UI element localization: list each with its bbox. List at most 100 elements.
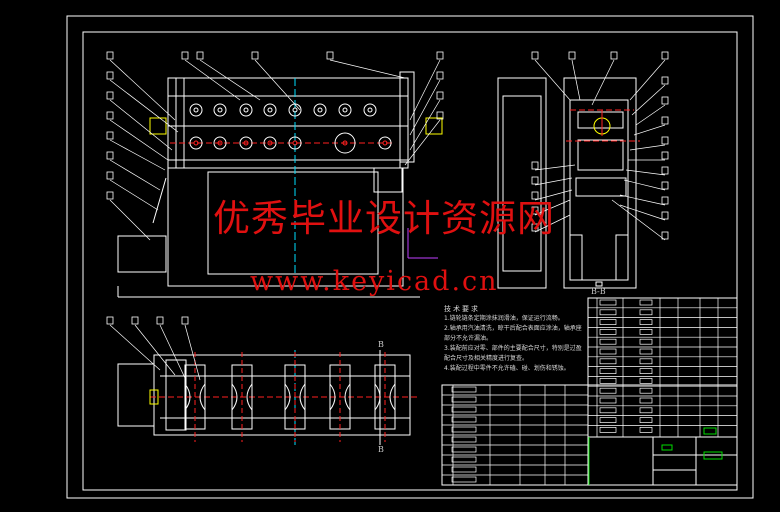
leader-line xyxy=(109,179,159,211)
leader-line xyxy=(534,177,573,186)
leader-line xyxy=(633,124,666,136)
roller xyxy=(213,136,227,150)
roller-hub xyxy=(342,140,348,146)
roller-hub xyxy=(217,140,223,146)
part-balloon xyxy=(106,191,114,200)
requirement-item: 4.装配过程中零件不允许磕、碰、划伤和锈蚀。 xyxy=(444,365,570,372)
section-bb-view xyxy=(497,77,640,289)
bom-cell-text xyxy=(451,386,477,393)
bom-cell-text xyxy=(451,446,477,453)
roller xyxy=(363,103,377,117)
part-balloon xyxy=(531,161,539,170)
leader-line xyxy=(109,119,169,161)
roller-hub xyxy=(267,140,273,146)
part-balloon xyxy=(106,316,114,325)
leader-line xyxy=(629,59,666,101)
bom-cell-text xyxy=(639,319,653,325)
plan-roller-groove xyxy=(231,383,253,411)
leader-line xyxy=(619,204,666,221)
requirement-item: 3.装配前应对零、部件的主要配合尺寸，特别是过盈配合尺寸及相关精度进行复查。 xyxy=(444,345,582,362)
bom-cell-text xyxy=(599,407,617,414)
requirement-item: 1.链轮链条定期涂抹润滑油，保证运行流畅。 xyxy=(444,315,564,322)
part-balloon xyxy=(106,51,114,60)
bom-cell-text xyxy=(599,427,617,433)
roller xyxy=(338,103,352,117)
part-balloon xyxy=(106,71,114,80)
part-balloon xyxy=(196,51,204,60)
watermark-url: www.keyicad.cn xyxy=(250,266,499,297)
leader-line xyxy=(109,139,166,171)
bom-cell-text xyxy=(599,338,617,345)
leader-line xyxy=(534,59,571,101)
part-balloon xyxy=(436,51,444,60)
plan-roller-groove xyxy=(329,383,351,411)
part-balloon xyxy=(106,171,114,180)
bom-cell-text xyxy=(599,378,617,384)
leader-line xyxy=(329,59,406,79)
part-balloon xyxy=(661,136,669,145)
bom-cell-text xyxy=(599,368,617,374)
part-balloon xyxy=(251,51,259,60)
part-balloon xyxy=(436,91,444,100)
part-balloon xyxy=(531,51,539,60)
part-balloon xyxy=(661,196,669,205)
roller xyxy=(263,136,277,150)
part-balloon xyxy=(661,51,669,60)
leader-line xyxy=(591,59,615,106)
bom-cell-text xyxy=(639,407,653,414)
bom-cell-text xyxy=(599,299,617,306)
bom-cell-text xyxy=(599,319,617,325)
part-balloon xyxy=(661,76,669,85)
watermark-title: 优秀毕业设计资源网 xyxy=(213,197,555,240)
leader-lines xyxy=(106,51,669,381)
roller-hub xyxy=(367,107,373,113)
bom-cell-text xyxy=(639,348,653,355)
leader-line xyxy=(571,59,581,101)
leader-line xyxy=(625,169,666,176)
requirement-item: 2.轴承用汽油清洗，晾干后配合表面应涂油，轴承座部分不允许漏油。 xyxy=(444,325,582,342)
bom-cell-text xyxy=(639,427,653,433)
part-balloon xyxy=(661,116,669,125)
part-balloon xyxy=(661,151,669,160)
roller-hub xyxy=(243,140,249,146)
bom-cell-text xyxy=(639,309,653,316)
bom-cell-text xyxy=(451,406,477,413)
bom-cell-text xyxy=(639,417,653,423)
bom-cell-text xyxy=(599,309,617,316)
leader-line xyxy=(199,59,261,101)
roller-hub xyxy=(382,140,388,146)
motor xyxy=(117,235,167,273)
bom-cell-text xyxy=(451,436,477,443)
part-balloon xyxy=(531,191,539,200)
plan-view xyxy=(117,350,420,445)
part-balloon xyxy=(106,151,114,160)
leader-line xyxy=(404,119,441,166)
bom-cell-text xyxy=(639,387,653,394)
bom-cell-text xyxy=(639,397,653,404)
bom-cell-text xyxy=(451,466,477,473)
part-balloon xyxy=(436,71,444,80)
part-balloon xyxy=(326,51,334,60)
roller xyxy=(189,103,203,117)
leader-line xyxy=(534,164,576,171)
part-balloon xyxy=(610,51,618,60)
roller xyxy=(239,103,253,117)
section-bb-label: B-B xyxy=(591,287,606,296)
roller xyxy=(334,132,356,154)
section-marker-top: B xyxy=(378,340,384,349)
leader-line xyxy=(109,324,161,371)
roller-hub xyxy=(292,140,298,146)
technical-requirements-title: 技术要求 xyxy=(444,305,480,313)
part-balloon xyxy=(661,231,669,240)
bom-cell-text xyxy=(451,416,477,423)
leader-line xyxy=(134,324,176,376)
bom-cell-text xyxy=(639,378,653,384)
bom-cell-text xyxy=(599,387,617,394)
bom-cell-text xyxy=(639,299,653,306)
roller xyxy=(288,136,302,150)
leader-line xyxy=(109,159,161,191)
front-view xyxy=(117,71,443,298)
roller-hub xyxy=(243,107,249,113)
bom-cell-text xyxy=(639,358,653,365)
